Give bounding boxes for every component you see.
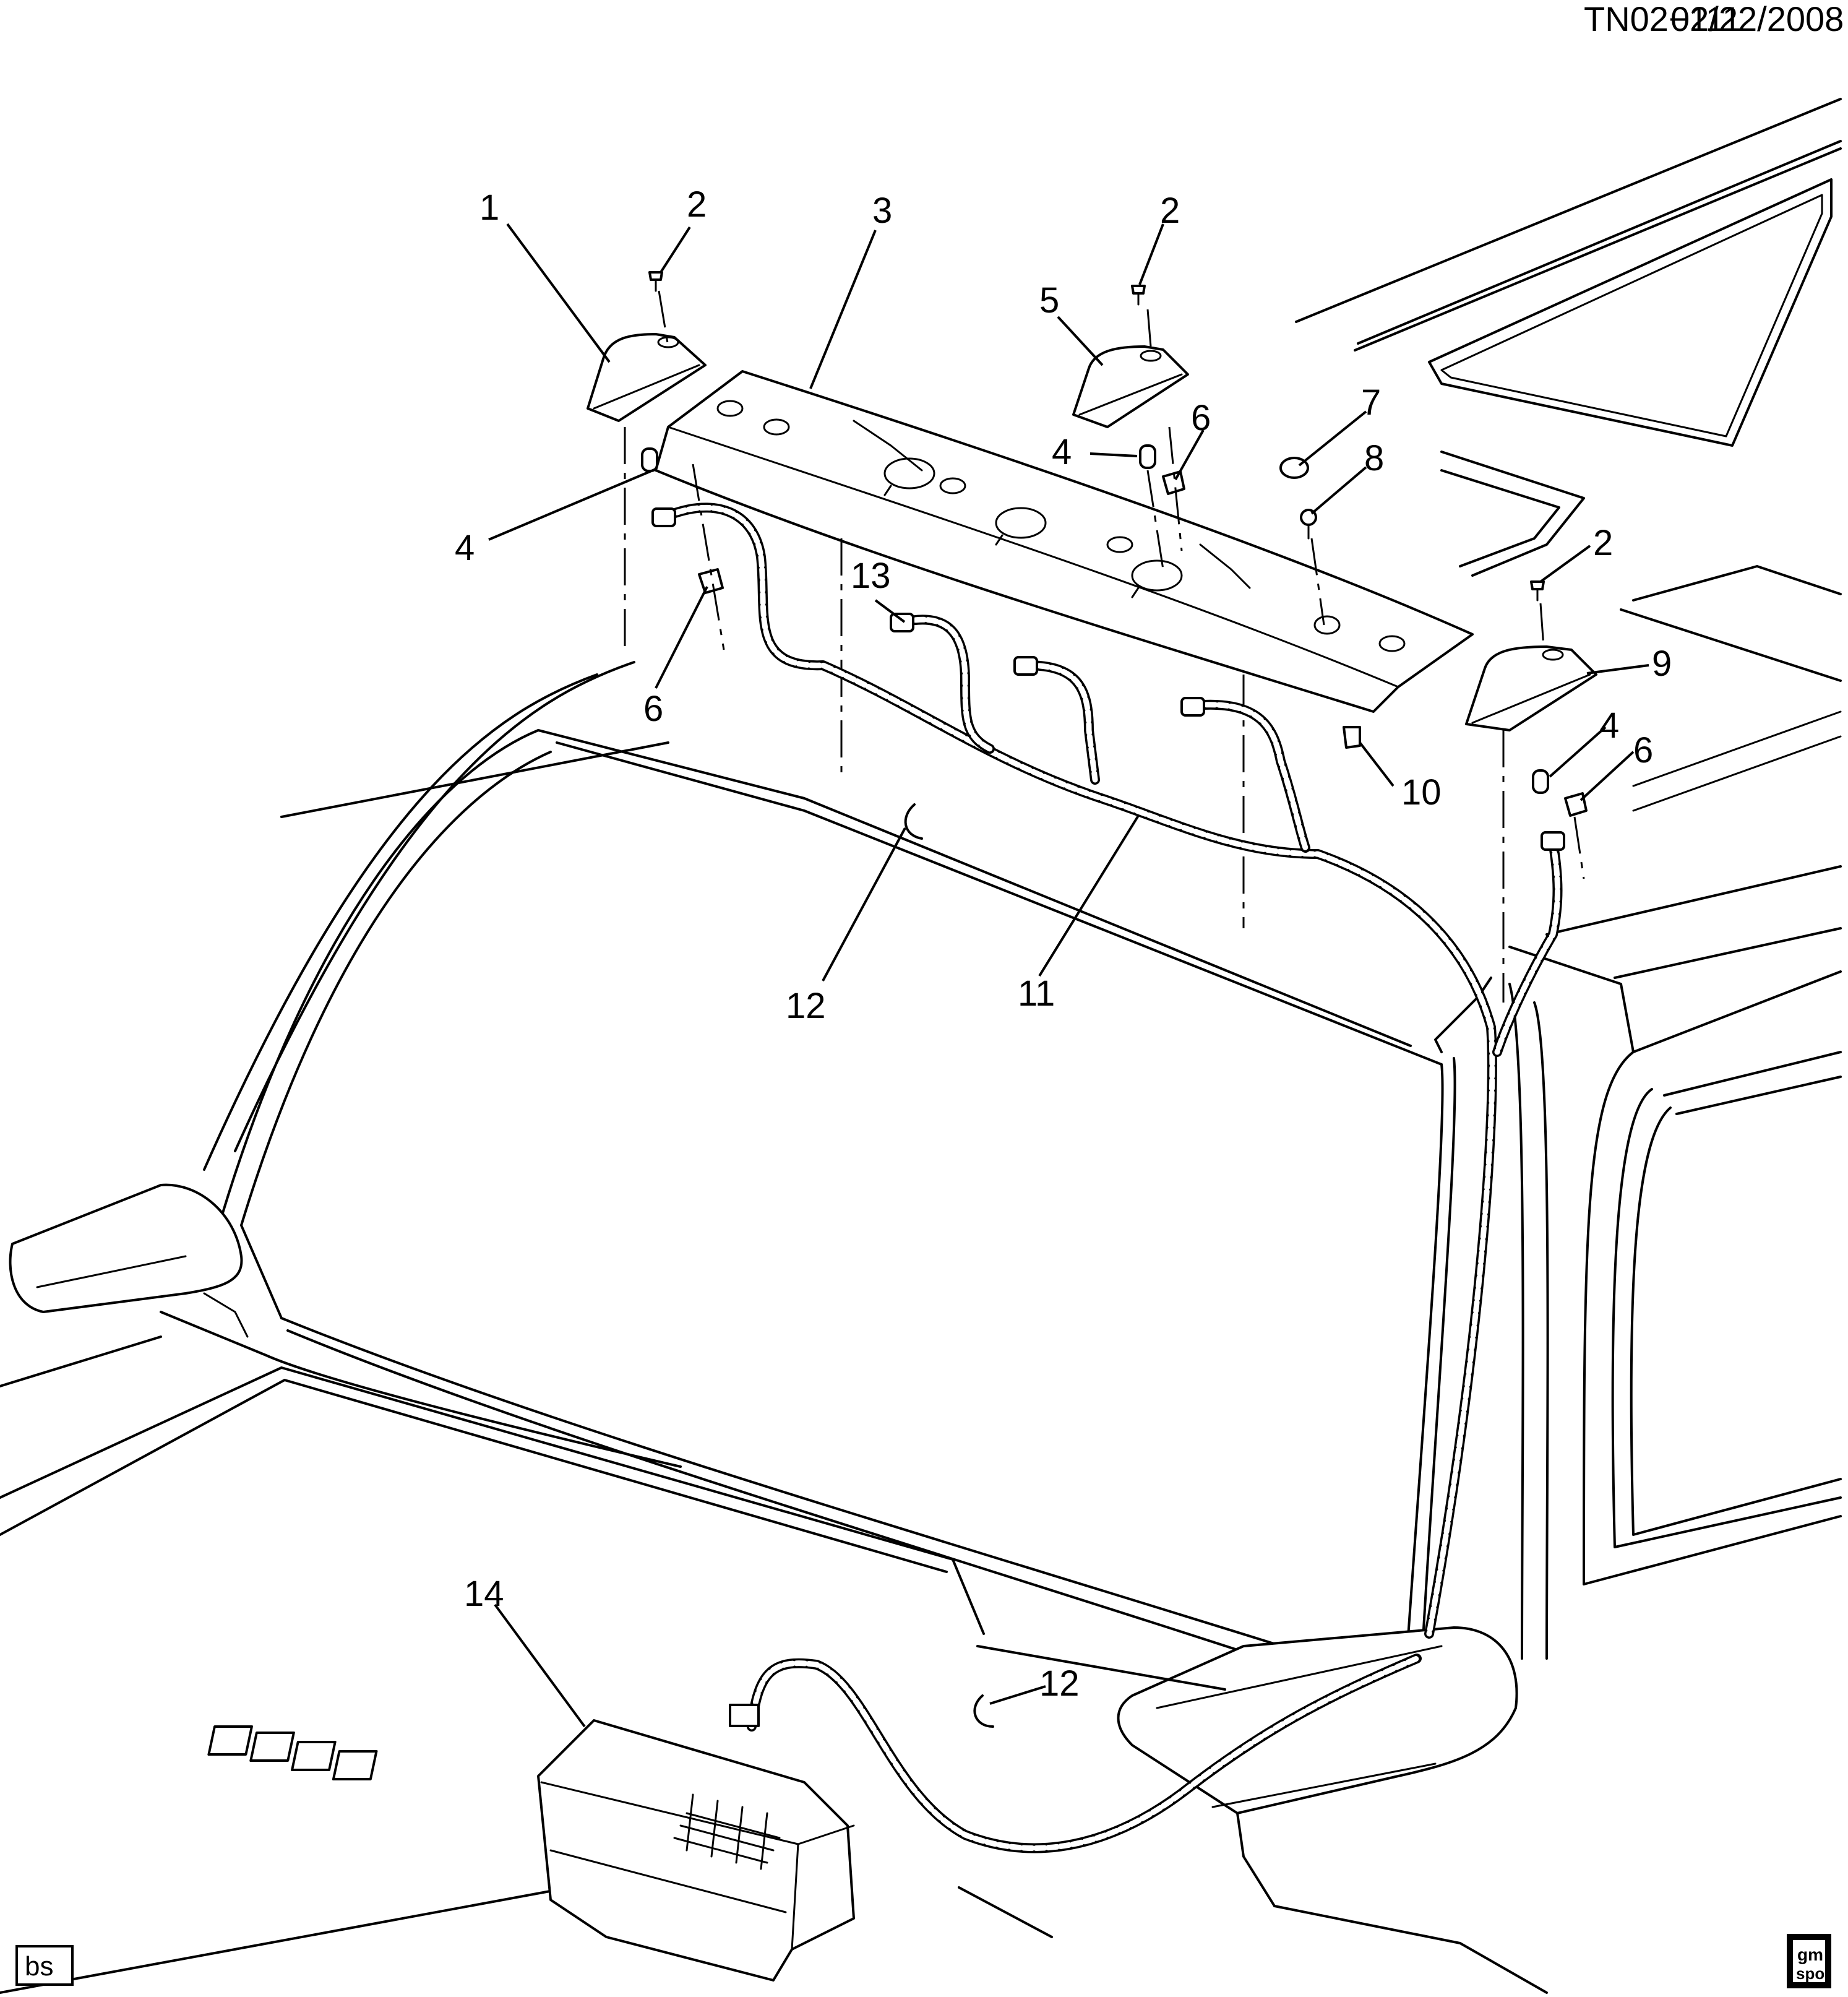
bulb-icon: [641, 447, 658, 472]
roof-marker-lamp-left[interactable]: [587, 333, 707, 422]
screw-icon: [1131, 285, 1146, 306]
harness-clip-upper: [904, 803, 923, 840]
callout-2: 2: [687, 184, 707, 225]
bulb-icon: [1532, 769, 1549, 794]
callout-6: 6: [643, 689, 663, 729]
callout-11: 11: [1018, 973, 1055, 1014]
callout-9: 9: [1652, 644, 1672, 684]
fuse-relay-block[interactable]: [207, 1719, 855, 1982]
roof-lamp-mounting-panel: [655, 370, 1474, 713]
roof-marker-lamp-right[interactable]: [1465, 645, 1597, 731]
callout-6: 6: [1191, 398, 1211, 438]
svg-text:spo: spo: [1796, 1964, 1824, 1983]
callout-4: 4: [1052, 432, 1072, 472]
vehicle-body: [0, 98, 1842, 1994]
callout-2: 2: [1160, 191, 1180, 231]
gm-spo-logo: gm spo: [1787, 1934, 1831, 1988]
diagram-date: 02/22/2008: [1670, 0, 1844, 38]
callout-10: 10: [1401, 772, 1442, 813]
diagram-code: TN02−111: [1584, 0, 1742, 38]
fuse-block-harness[interactable]: [729, 1654, 1422, 1853]
callout-1: 1: [479, 188, 499, 228]
callout-3: 3: [872, 191, 892, 231]
harness-clip-lower: [973, 1694, 994, 1728]
bulb-icon: [1139, 444, 1156, 469]
assembly-lines: [624, 290, 1585, 1003]
svg-text:gm: gm: [1797, 1945, 1823, 1964]
nut-icon: [1343, 726, 1361, 749]
callout-4: 4: [1599, 705, 1619, 746]
callout-13: 13: [851, 556, 891, 596]
bs-badge: bs: [15, 1945, 74, 1986]
callout-5: 5: [1039, 280, 1059, 321]
callout-4: 4: [455, 528, 475, 568]
callout-8: 8: [1364, 438, 1384, 478]
roof-marker-lamp-center[interactable]: [1072, 345, 1189, 428]
callout-labels: 1 2 3 5 2 4 6 7 8 2 9 4 6 10 4 6 13 12 1…: [455, 184, 1672, 1704]
screw-icon: [1300, 509, 1317, 540]
screw-icon: [1530, 580, 1545, 602]
roof-wiring-harness[interactable]: [651, 502, 1565, 1639]
screw-icon: [648, 271, 663, 292]
callout-14: 14: [464, 1574, 504, 1614]
callout-12: 12: [786, 986, 826, 1026]
leader-lines: [488, 223, 1649, 1728]
callout-7: 7: [1361, 382, 1381, 423]
callout-6: 6: [1633, 730, 1653, 770]
callout-2: 2: [1593, 523, 1613, 563]
callout-12: 12: [1039, 1663, 1080, 1704]
svg-text:bs: bs: [25, 1951, 53, 1982]
